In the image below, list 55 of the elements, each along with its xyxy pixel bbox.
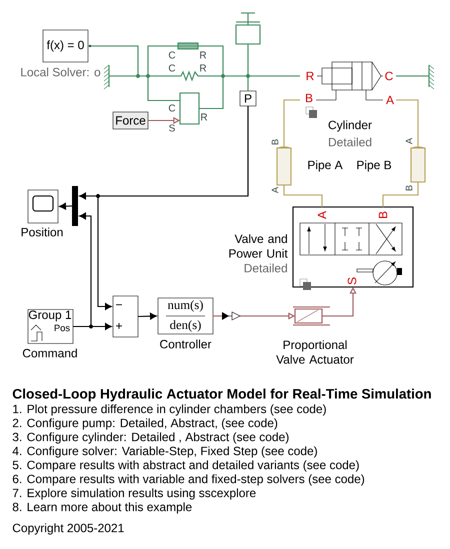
list-item: 3. Configure cylinder: Detailed , Abstract (see code): [12, 432, 289, 444]
force-source-block: C S R: [168, 92, 208, 132]
connector: [97, 106, 249, 310]
node-label: A: [318, 211, 326, 219]
cylinder-drawing: R C B A: [306, 62, 394, 104]
input-port-block: Force: [112, 112, 148, 130]
ground-symbol: [104, 64, 110, 90]
connector: [247, 75, 300, 91]
ground-symbol: [428, 64, 434, 90]
list-item: 7. Explore simulation results using sscexplore: [12, 488, 256, 500]
connector: [283, 99, 300, 148]
node-label: A: [386, 96, 394, 104]
list-item: 2. Configure pump: Detailed, Abstract, (see code): [12, 418, 278, 430]
valve-block: A B S: [292, 206, 414, 288]
node-label: S: [348, 278, 356, 284]
copyright-note: Copyright 2005-2021: [12, 523, 124, 535]
block-label: Local Solver: o: [21, 68, 100, 76]
block-label: Detailed: [328, 138, 372, 146]
title: Closed-Loop Hydraulic Actuator Model for Real-Time Simulation: [12, 388, 431, 402]
node-label: R: [306, 72, 314, 80]
connector: [396, 75, 429, 77]
list-item: 6. Compare results with variable and fixed-step solvers (see code): [12, 474, 364, 486]
connector: [382, 182, 419, 207]
list-item: 5. Compare results with abstract and detailed variants (see code): [12, 460, 359, 472]
node-label: B: [306, 94, 312, 102]
transfer-function-block: num(s) den(s): [158, 298, 214, 334]
block-label: Valve and Power Unit: [229, 234, 288, 258]
block-label: Position: [22, 228, 63, 236]
connector: [138, 312, 157, 320]
connector: [73, 323, 112, 330]
block-label: Cylinder: [328, 120, 372, 132]
list-item: 1. Plot pressure difference in cylinder chambers (see code): [13, 404, 326, 416]
sum-block: − +: [112, 296, 138, 338]
mass-block: [235, 12, 261, 45]
node-label: C: [385, 72, 393, 80]
signal-builder-block: Group 1 Pos: [28, 309, 74, 344]
connector: [88, 45, 139, 77]
connector: [283, 185, 323, 207]
list-item: 8. Learn more about this example: [12, 502, 192, 514]
block-label: Proportional Valve Actuator: [276, 340, 354, 364]
list-item: 4. Configure solver: Variable-Step, Fixed Step (see code): [12, 446, 317, 458]
node-label: R: [201, 114, 208, 120]
sensor-block: P: [240, 90, 256, 106]
connector: [396, 99, 419, 148]
block-label: Pipe A: [308, 160, 343, 172]
block-label: Command: [22, 348, 77, 358]
block-label: Pipe B: [357, 160, 392, 172]
connector: [109, 75, 180, 102]
solver-block: f(x) = 0: [42, 30, 91, 62]
node-label: B: [378, 212, 388, 218]
node-label: S: [169, 124, 175, 132]
connector: [59, 202, 72, 210]
node-label: C: [168, 104, 176, 112]
block-label: Detailed: [244, 264, 287, 272]
block-label: Controller: [160, 340, 212, 348]
